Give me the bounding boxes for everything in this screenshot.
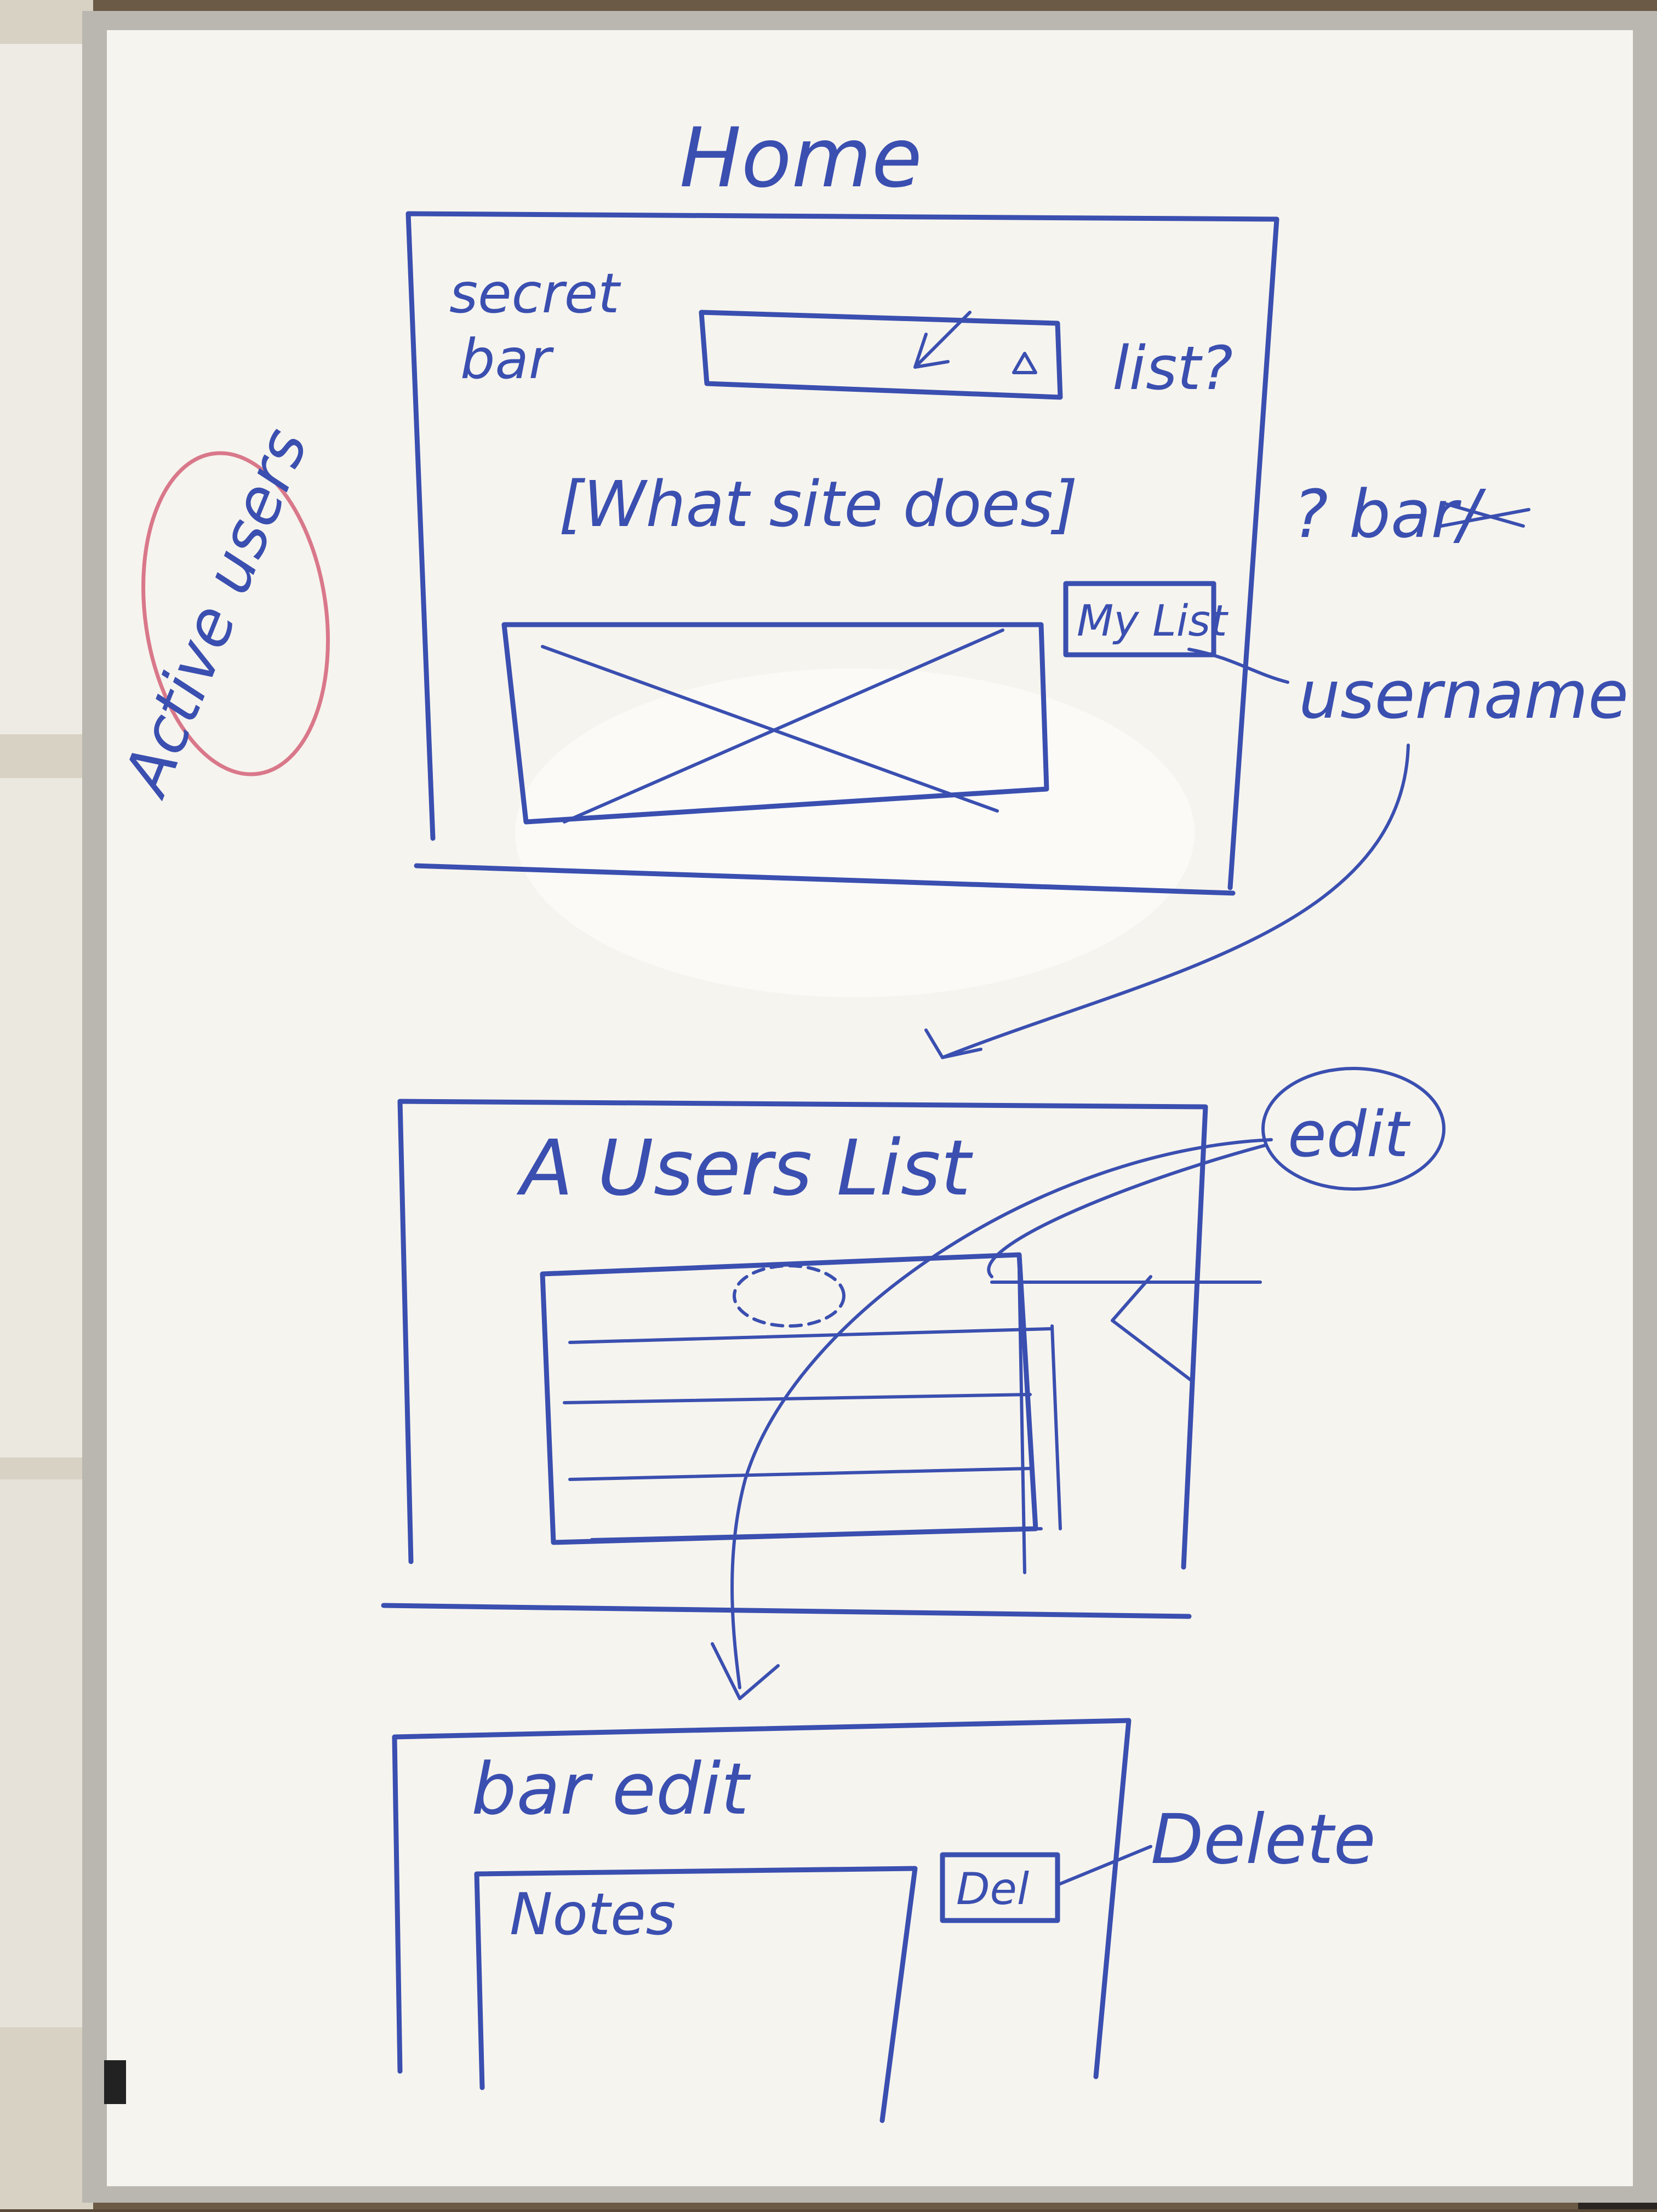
username-connector: [1187, 648, 1289, 684]
edit-circle: [1261, 1067, 1445, 1191]
image-placeholder-icon: [541, 628, 1004, 824]
list-question: list?: [1112, 333, 1233, 403]
home-page-frame: [405, 211, 1279, 896]
table-column: [1018, 1270, 1062, 1574]
search-bar: [699, 310, 1063, 400]
edit-note: edit: [1288, 1098, 1411, 1171]
delete-note: Delete: [1151, 1800, 1376, 1879]
list-page-frame: [381, 1099, 1208, 1619]
my-list-button: [1063, 581, 1216, 658]
paper-sheet-bottom: [0, 1479, 93, 2027]
paper-sheet-top: [0, 44, 82, 734]
table-rows: [563, 1327, 1054, 1541]
paper-sheet-middle: [0, 778, 88, 1457]
highlighted-row: [733, 1264, 845, 1328]
bracket-mark: [1111, 1275, 1193, 1382]
home-title: Home: [679, 111, 922, 206]
crossed-out-word: [1439, 502, 1530, 528]
triangle-icon: [1012, 352, 1037, 374]
arrow-head: [924, 1028, 982, 1059]
delete-button-label: Del: [956, 1864, 1029, 1914]
my-list-button-label: My List: [1077, 597, 1229, 646]
delete-button: [940, 1852, 1060, 1923]
edit-connector: [987, 1144, 1267, 1278]
username-note: username: [1299, 658, 1629, 734]
marker-holder: [104, 2060, 126, 2104]
site-description: [What site does]: [559, 468, 1078, 541]
image-placeholder: [501, 622, 1049, 825]
list-to-edit-arrow: [730, 1138, 1273, 1689]
glare: [515, 668, 1195, 997]
search-label-line1: secret: [449, 261, 621, 325]
notes-label: Notes: [510, 1881, 676, 1948]
notes-area: [474, 1866, 918, 2123]
edit-page-title: bar edit: [471, 1747, 751, 1831]
active-users-circle: [141, 451, 330, 776]
edit-page-frame: [392, 1718, 1132, 2079]
bar-note: ? bar/: [1293, 477, 1487, 553]
arrow-cursor-icon: [913, 311, 972, 369]
username-to-list-arrow: [941, 744, 1410, 1059]
edit-arrow-head: [711, 1642, 780, 1700]
list-page-title: A Users List: [516, 1124, 974, 1213]
delete-connector: [1056, 1845, 1152, 1887]
search-label-line2: bar: [460, 327, 555, 391]
